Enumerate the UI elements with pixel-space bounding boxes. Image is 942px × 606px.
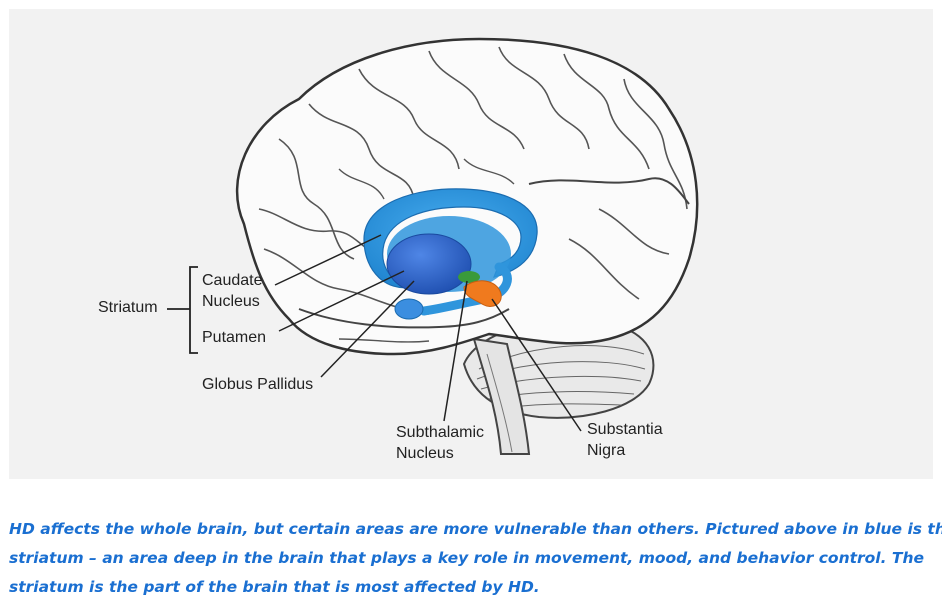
- label-caudate-nucleus-line1: Caudate: [202, 272, 263, 289]
- label-subthalamic-nucleus-line1: Subthalamic: [396, 424, 485, 441]
- leader-lines: [274, 234, 582, 432]
- figure-caption: HD affects the whole brain, but certain …: [9, 515, 942, 602]
- brain-stem: [472, 337, 531, 455]
- globus-pallidus-shape: [386, 233, 472, 295]
- brain-diagram: Striatum Caudate Nucleus Putamen Globus …: [9, 9, 933, 479]
- subthalamic-nucleus-shape: [458, 271, 480, 283]
- label-substantia-nigra-line2: Nigra: [587, 442, 626, 459]
- caption-line-2: striatum – an area deep in the brain tha…: [9, 549, 925, 567]
- caption-line-1: HD affects the whole brain, but certain …: [9, 520, 942, 538]
- brain-illustration: [167, 37, 699, 455]
- label-caudate-nucleus-line2: Nucleus: [202, 293, 260, 310]
- striatum-bracket: [167, 266, 198, 354]
- label-subthalamic-nucleus-line2: Nucleus: [396, 445, 454, 462]
- label-putamen: Putamen: [202, 329, 267, 346]
- label-globus-pallidus: Globus Pallidus: [202, 376, 314, 393]
- caption-line-3: striatum is the part of the brain that i…: [9, 578, 540, 596]
- label-striatum: Striatum: [98, 299, 158, 316]
- label-substantia-nigra-line1: Substantia: [587, 421, 663, 438]
